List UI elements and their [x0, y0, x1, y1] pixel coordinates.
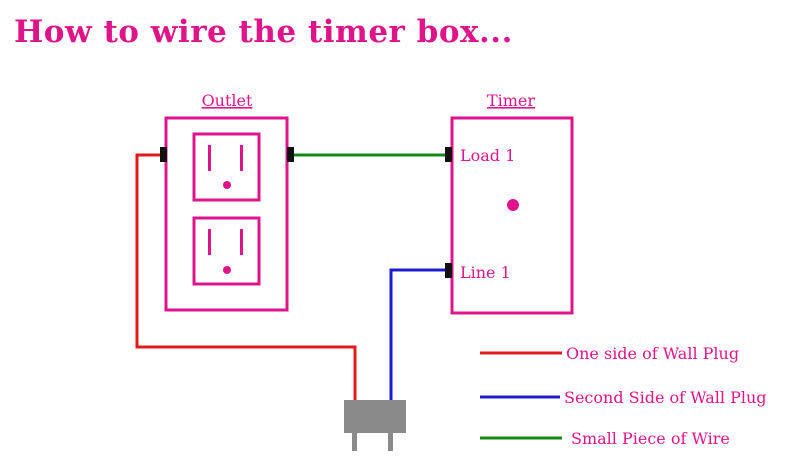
wall-plug-body: [344, 400, 406, 433]
timer-line-terminal: [445, 263, 452, 278]
timer-indicator: [507, 199, 519, 211]
timer-label: Timer: [487, 91, 535, 110]
page-title: How to wire the timer box...: [14, 14, 513, 50]
receptacle-bottom-slot-right: [240, 229, 243, 255]
wall-plug-prong-left: [352, 433, 357, 451]
outlet-label: Outlet: [202, 91, 253, 110]
legend-blue-label: Second Side of Wall Plug: [564, 388, 767, 407]
red-wire: [135, 153, 357, 400]
outlet-terminal-left: [160, 147, 167, 162]
timer-box: [450, 116, 574, 315]
timer-load-terminal: [445, 147, 452, 162]
legend-red-label: One side of Wall Plug: [566, 344, 739, 363]
receptacle-top-ground: [223, 181, 231, 189]
legend-green-label: Small Piece of Wire: [571, 429, 730, 448]
receptacle-top-slot-left: [208, 145, 211, 171]
receptacle-bottom-slot-left: [208, 229, 211, 255]
blue-wire: [389, 268, 448, 400]
receptacle-top-slot-right: [240, 145, 243, 171]
receptacle-bottom-ground: [223, 266, 231, 274]
receptacle-bottom: [192, 216, 261, 286]
line-terminal-label: Line 1: [460, 263, 511, 282]
load-terminal-label: Load 1: [460, 146, 515, 165]
outlet-box: [164, 116, 289, 312]
outlet-terminal-right: [287, 147, 294, 162]
wall-plug-prong-right: [388, 433, 393, 451]
receptacle-top: [192, 132, 261, 202]
